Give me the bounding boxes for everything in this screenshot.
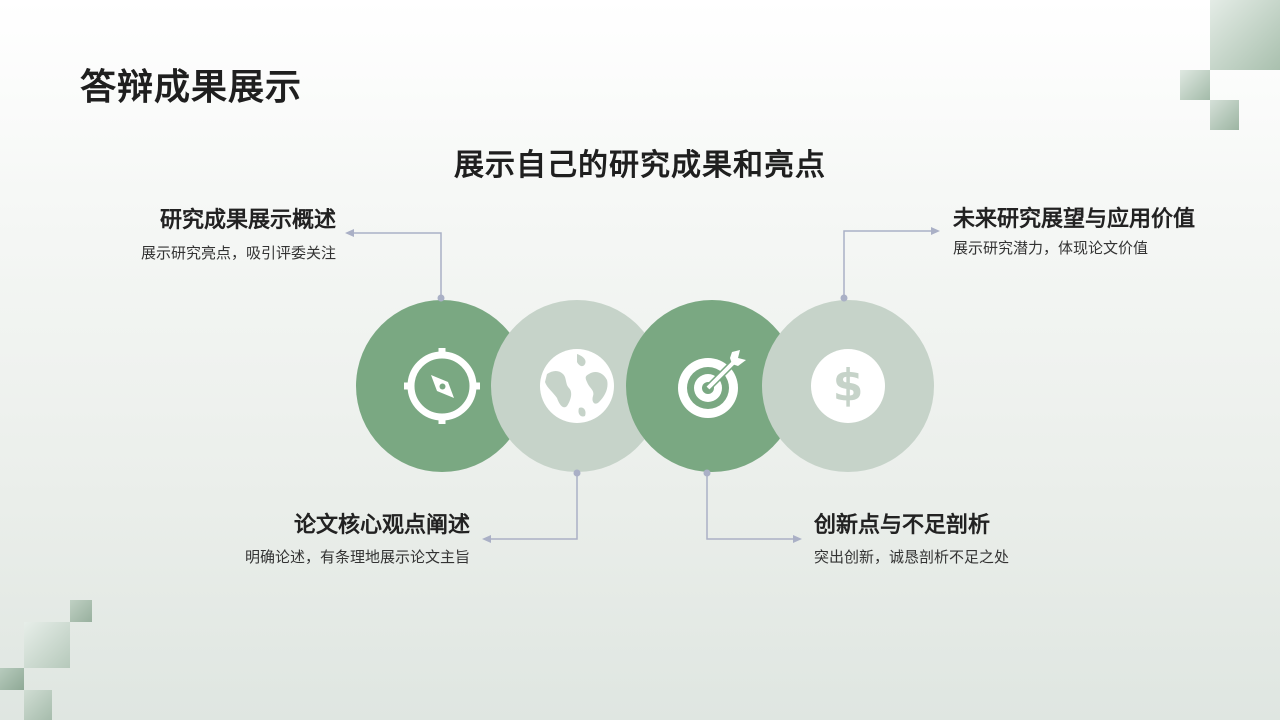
block-desc-overview: 展示研究亮点，吸引评委关注: [140, 244, 336, 262]
decor-square-top-right-small-1: [1180, 70, 1210, 100]
connector-top-left: [352, 232, 442, 298]
decor-square-bottom-left-1: [70, 600, 92, 622]
decor-square-bottom-left-4: [24, 690, 52, 720]
connector-bottom-left: [490, 473, 578, 540]
svg-text:$: $: [833, 360, 864, 411]
page-title: 答辩成果展示: [80, 67, 303, 108]
block-title-innovation: 创新点与不足剖析: [814, 513, 991, 538]
decor-square-bottom-left-2: [24, 622, 70, 668]
arrow-bottom-right: [793, 535, 802, 543]
arrow-bottom-left: [482, 535, 491, 543]
globe-icon: [540, 349, 614, 423]
target-icon: [678, 350, 746, 418]
decor-square-top-right-large: [1210, 0, 1280, 70]
block-title-future: 未来研究展望与应用价值: [953, 207, 1196, 232]
connector-top-right: [843, 230, 932, 298]
decor-square-bottom-left-3: [0, 668, 24, 690]
block-title-core-view: 论文核心观点阐述: [293, 513, 470, 538]
block-desc-core-view: 明确论述，有条理地展示论文主旨: [244, 548, 470, 566]
block-title-overview: 研究成果展示概述: [159, 208, 336, 233]
circle-dollar: $: [762, 300, 934, 472]
block-desc-future: 展示研究潜力，体现论文价值: [953, 239, 1149, 257]
arrow-top-right: [931, 227, 940, 235]
connector-bottom-right: [706, 473, 794, 540]
decor-square-top-right-small-2: [1210, 100, 1239, 130]
subtitle: 展示自己的研究成果和亮点: [454, 148, 826, 183]
arrow-top-left: [345, 229, 354, 237]
circle-globe: [491, 300, 663, 472]
dollar-icon: $: [811, 349, 885, 423]
block-desc-innovation: 突出创新，诚恳剖析不足之处: [814, 548, 1010, 566]
compass-icon: [404, 348, 480, 424]
